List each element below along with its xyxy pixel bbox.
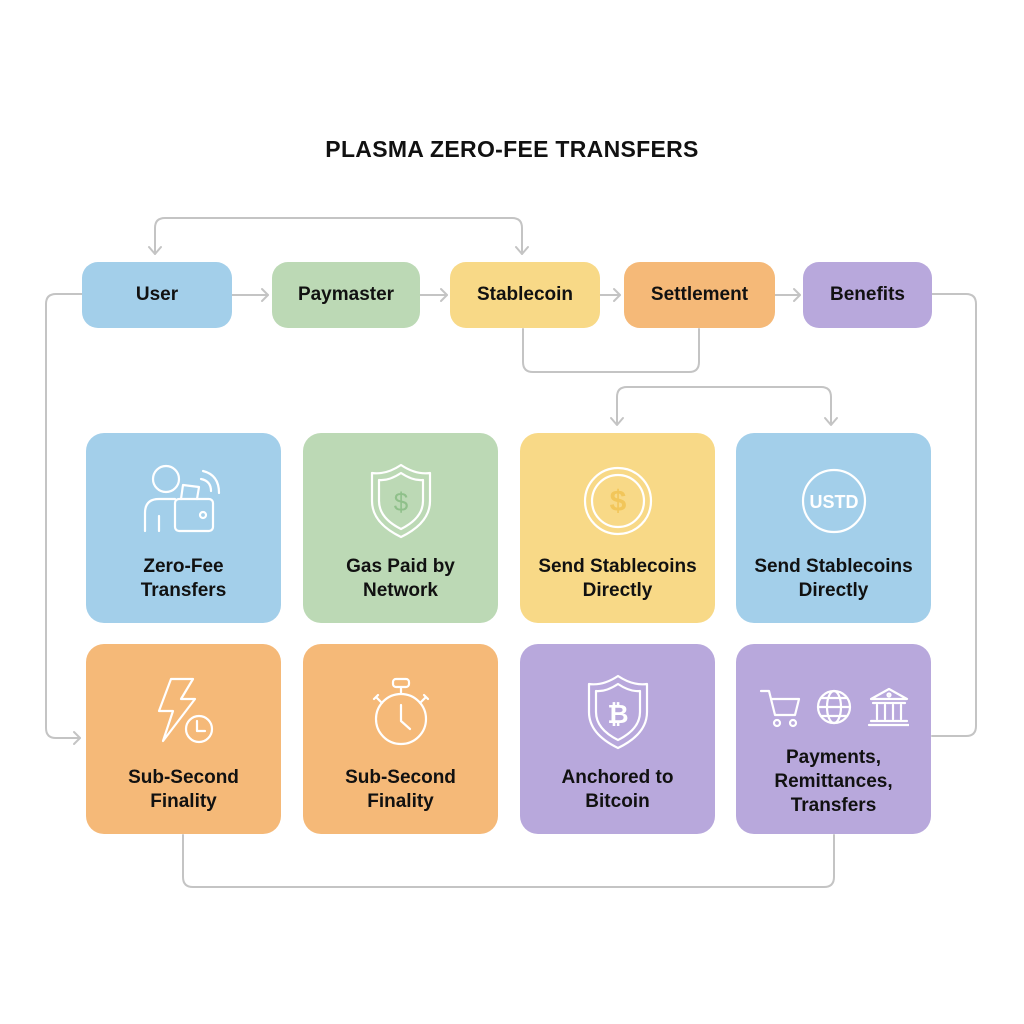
cart-globe-bank-icon bbox=[736, 672, 931, 742]
stopwatch-icon bbox=[303, 662, 498, 762]
flow-node-label: Settlement bbox=[650, 284, 749, 305]
flow-node-paymaster: Paymaster bbox=[272, 262, 420, 328]
card-payments-remittances-transfers: Payments, Remittances, Transfers bbox=[736, 644, 931, 834]
globe-icon bbox=[816, 689, 851, 725]
flow-node-stablecoin: Stablecoin bbox=[450, 262, 600, 328]
arrowhead bbox=[613, 288, 621, 302]
arrowhead bbox=[440, 288, 448, 302]
svg-text:$: $ bbox=[393, 487, 408, 517]
card-send-stablecoins-ustd: USTD Send Stablecoins Directly bbox=[736, 433, 931, 623]
connector-user-to-finality bbox=[45, 293, 83, 739]
card-label: Gas Paid by Network bbox=[346, 556, 455, 601]
card-label: Anchored to Bitcoin bbox=[561, 767, 674, 812]
card-gas-paid-by-network: $ Gas Paid by Network bbox=[303, 433, 498, 623]
arrowhead bbox=[148, 246, 162, 255]
card-sub-second-finality-2: Sub-Second Finality bbox=[303, 644, 498, 834]
flow-node-settlement: Settlement bbox=[624, 262, 775, 328]
connector-bottom-bracket bbox=[182, 834, 835, 888]
connector-benefits-to-payments bbox=[931, 293, 977, 737]
dollar-coin-icon: $ bbox=[520, 451, 715, 551]
card-send-stablecoins-directly: $ Send Stablecoins Directly bbox=[520, 433, 715, 623]
card-label: Sub-Second Finality bbox=[128, 767, 239, 812]
diagram-title: PLASMA ZERO-FEE TRANSFERS bbox=[325, 136, 699, 162]
card-label: Sub-Second Finality bbox=[345, 767, 456, 812]
arrowhead bbox=[515, 246, 529, 255]
arrowhead bbox=[610, 417, 624, 426]
arrowhead bbox=[261, 288, 269, 302]
flow-node-label: User bbox=[135, 284, 179, 305]
card-label: Payments, Remittances, Transfers bbox=[774, 747, 893, 816]
card-sub-second-finality: Sub-Second Finality bbox=[86, 644, 281, 834]
shield-dollar-icon: $ bbox=[303, 451, 498, 551]
bank-icon bbox=[867, 687, 909, 727]
lightning-clock-icon bbox=[86, 662, 281, 762]
user-wallet-icon bbox=[86, 451, 281, 551]
flow-node-benefits: Benefits bbox=[803, 262, 932, 328]
connector-stablecoin-settlement-bracket bbox=[522, 328, 700, 373]
card-label: Send Stablecoins Directly bbox=[538, 556, 697, 601]
svg-text:USTD: USTD bbox=[809, 492, 858, 512]
svg-text:$: $ bbox=[609, 485, 626, 518]
flow-node-label: Paymaster bbox=[297, 284, 395, 305]
arrowhead bbox=[793, 288, 801, 302]
flow-node-label: Benefits bbox=[830, 284, 905, 305]
shield-bitcoin-icon: ₿ bbox=[520, 662, 715, 762]
card-zero-fee-transfers: Zero-Fee Transfers bbox=[86, 433, 281, 623]
cart-icon bbox=[759, 689, 800, 728]
flow-node-user: User bbox=[82, 262, 232, 328]
svg-text:₿: ₿ bbox=[607, 699, 628, 729]
connector-user-stablecoin-loop bbox=[154, 217, 523, 255]
arrowhead bbox=[73, 731, 81, 745]
card-label: Zero-Fee Transfers bbox=[140, 556, 227, 601]
card-anchored-to-bitcoin: ₿ Anchored to Bitcoin bbox=[520, 644, 715, 834]
flow-node-label: Stablecoin bbox=[476, 284, 574, 305]
connector-split bbox=[616, 386, 832, 425]
card-label: Send Stablecoins Directly bbox=[754, 556, 913, 601]
arrowhead bbox=[824, 417, 838, 426]
ustd-coin-icon: USTD bbox=[736, 451, 931, 551]
